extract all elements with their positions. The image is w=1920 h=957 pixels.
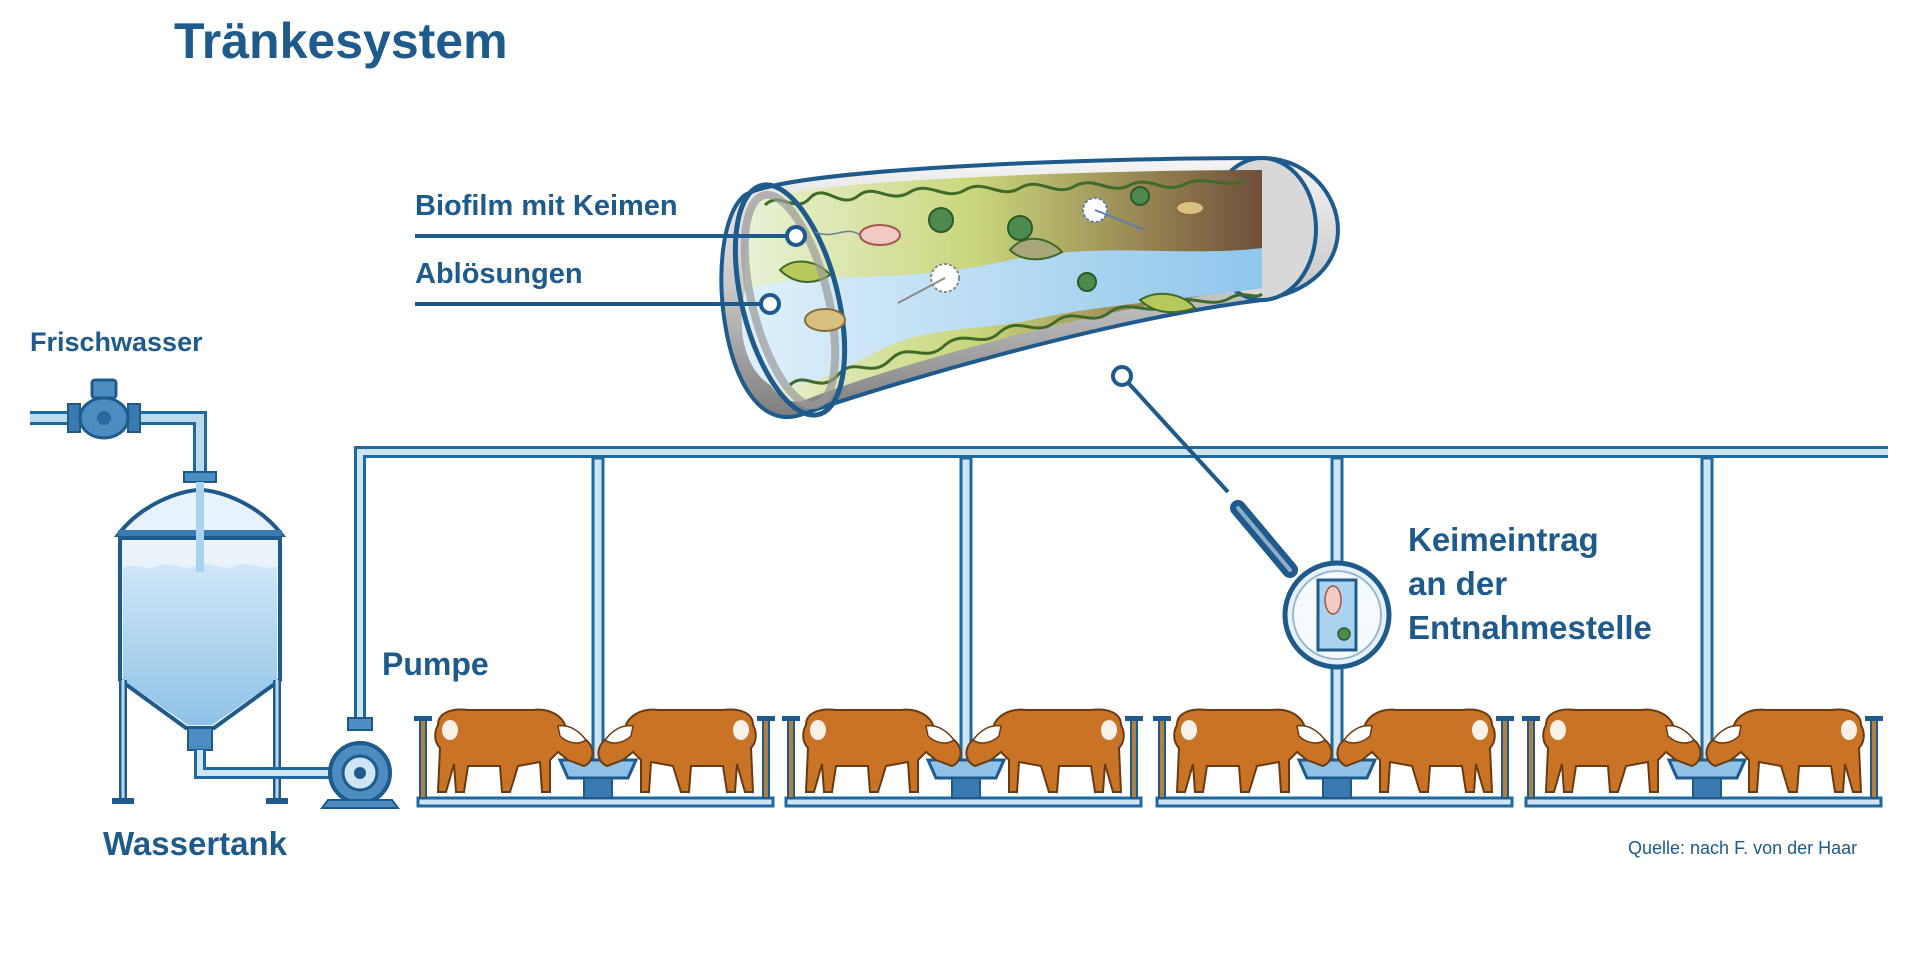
label-pumpe: Pumpe [382,646,489,682]
label-keimeintrag-line1: Keimeintrag [1408,521,1599,558]
calf-icon [1542,708,1702,793]
calf-icon [1705,708,1865,793]
label-abloesungen: Ablösungen [415,258,583,290]
label-wassertank: Wassertank [103,825,288,862]
pen [782,708,1143,808]
biofilm-callout [415,225,807,247]
microbe-icon [804,186,1205,332]
calf-icon [1173,708,1333,793]
magnifier-icon [1111,365,1392,670]
label-keimeintrag: Keimeintrag an der Entnahmestelle [1408,518,1652,650]
page-title: Tränkesystem [174,13,508,69]
tank-to-pump-pipe [194,750,345,779]
pen [414,708,775,808]
label-keimeintrag-line3: Entnahmestelle [1408,609,1652,646]
abloesungen-callout [415,293,781,315]
calf-icon [965,708,1125,793]
pump-icon [320,717,400,809]
pen [1522,708,1883,808]
calf-icon [434,708,594,793]
calf-icon [802,708,962,793]
label-biofilm: Biofilm mit Keimen [415,190,678,222]
label-keimeintrag-line2: an der [1408,565,1508,602]
source-note: Quelle: nach F. von der Haar [1628,838,1858,858]
calf-pens [414,708,1883,808]
pen [1153,708,1514,808]
main-pipe-network [354,446,1888,725]
valve-icon [67,378,141,440]
calf-icon [597,708,757,793]
calf-icon [1336,708,1496,793]
water-tank [112,471,288,804]
label-frischwasser: Frischwasser [30,327,203,357]
magnified-pipe [719,155,1340,420]
